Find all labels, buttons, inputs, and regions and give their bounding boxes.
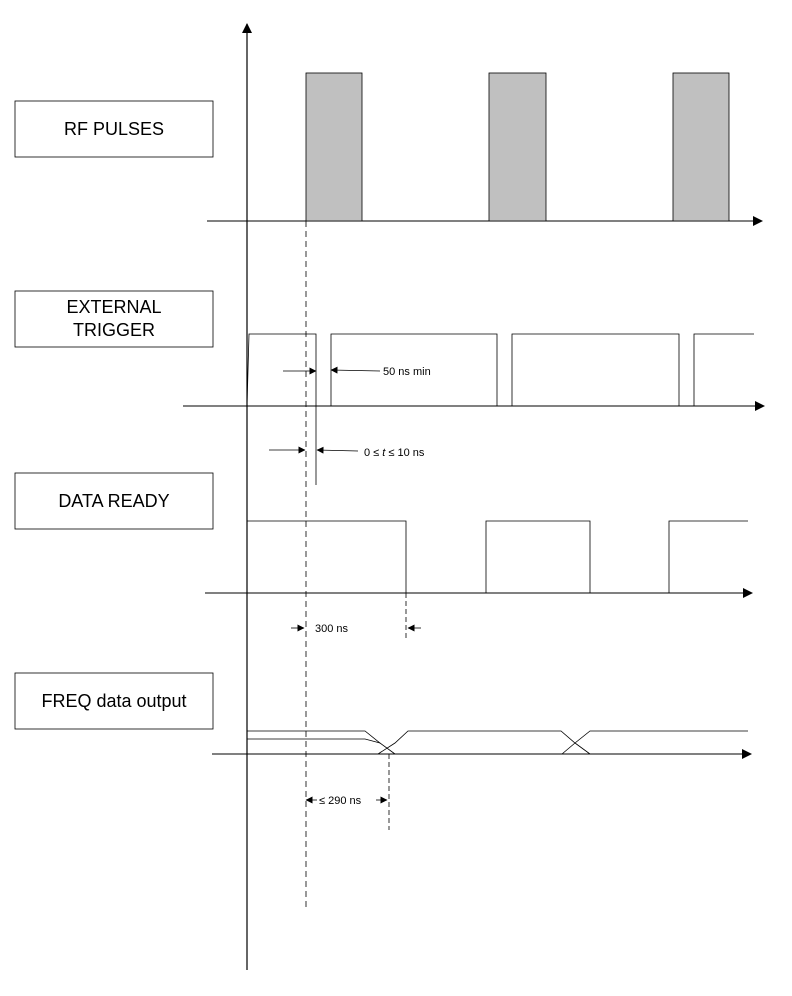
rf-pulses-label: RF PULSES bbox=[64, 119, 164, 139]
min-low-arrow-right bbox=[330, 366, 381, 374]
trigger-delay-arrow-right bbox=[316, 446, 359, 454]
freq-output-row: FREQ data output bbox=[14, 672, 752, 759]
trigger-delay-annotation: 0 ≤ t ≤ 10 ns bbox=[269, 406, 425, 485]
freq-output-bus-cross-2 bbox=[561, 730, 748, 755]
external-trigger-row: EXTERNAL TRIGGER bbox=[14, 290, 765, 411]
min-low-label: 50 ns min bbox=[383, 366, 431, 378]
trigger-delay-label: 0 ≤ t ≤ 10 ns bbox=[364, 447, 425, 459]
rf-pulse-3 bbox=[672, 72, 730, 222]
min-low-annotation: 50 ns min bbox=[283, 366, 431, 378]
data-ready-label-box bbox=[14, 472, 214, 530]
ready-delay-annotation: 300 ns bbox=[291, 593, 421, 638]
data-ready-row: DATA READY bbox=[14, 472, 753, 598]
data-ready-waveform bbox=[247, 520, 748, 594]
output-delay-label: ≤ 290 ns bbox=[319, 795, 362, 807]
external-trigger-label-line1: EXTERNAL bbox=[66, 297, 161, 317]
ready-delay-label: 300 ns bbox=[315, 623, 349, 635]
freq-output-bus-bottom bbox=[247, 738, 381, 744]
data-ready-label: DATA READY bbox=[58, 491, 169, 511]
trigger-delay-prefix: 0 ≤ bbox=[364, 447, 382, 459]
external-trigger-label-line2: TRIGGER bbox=[73, 320, 155, 340]
freq-output-bus-top bbox=[247, 730, 396, 755]
freq-output-bus-cross-1 bbox=[377, 730, 591, 755]
rf-pulse-1 bbox=[305, 72, 363, 222]
freq-output-label-box bbox=[14, 672, 214, 730]
external-trigger-label-box bbox=[14, 290, 214, 348]
rf-pulses-label-box bbox=[14, 100, 214, 158]
trigger-delay-variable: t bbox=[382, 447, 386, 459]
rf-pulse-2 bbox=[488, 72, 547, 222]
external-trigger-waveform bbox=[246, 333, 754, 407]
trigger-delay-suffix: ≤ 10 ns bbox=[385, 447, 425, 459]
output-delay-annotation: ≤ 290 ns bbox=[305, 754, 390, 830]
rf-pulses-row: RF PULSES bbox=[14, 72, 763, 226]
freq-output-label: FREQ data output bbox=[41, 691, 186, 711]
